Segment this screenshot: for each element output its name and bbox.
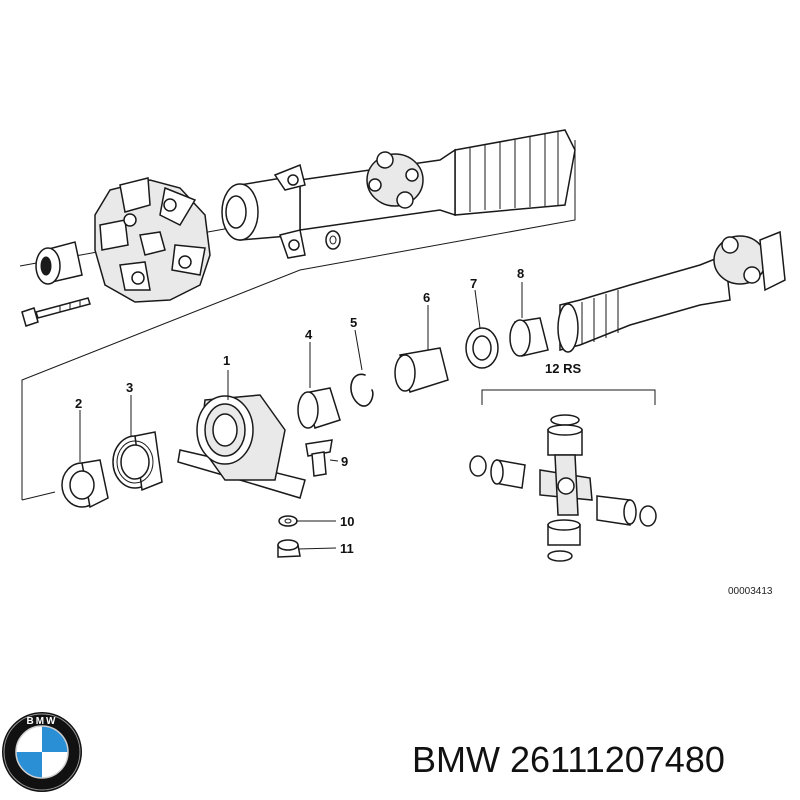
- callout-1: 1: [223, 353, 230, 368]
- centering-bushing: [35, 241, 83, 285]
- callout-5: 5: [350, 315, 357, 330]
- u-joint-kit: [469, 389, 657, 562]
- callout-2: 2: [75, 396, 82, 411]
- callout-12: 12 RS: [545, 361, 581, 376]
- callout-8: 8: [517, 266, 524, 281]
- callouts: 1 2 3 4 5 6 7 8 9 10 11 12 RS: [75, 266, 581, 556]
- leader-lines: [79, 282, 523, 550]
- callout-11: 11: [340, 541, 354, 556]
- callout-4: 4: [305, 327, 313, 342]
- callout-9: 9: [341, 454, 348, 469]
- bmw-logo: BMW: [2, 712, 82, 792]
- logo-blue-quadrant: [42, 726, 68, 752]
- flex-disc: [94, 177, 211, 303]
- rear-shaft: [557, 230, 786, 353]
- callout-10: 10: [340, 514, 354, 529]
- part-number-label: BMW 26111207480: [412, 739, 725, 780]
- logo-letters: BMW: [27, 716, 58, 727]
- callout-7: 7: [470, 276, 477, 291]
- callout-6: 6: [423, 290, 430, 305]
- flange-bolt: [21, 297, 91, 327]
- center-bearing-parts: [61, 317, 549, 558]
- logo-blue-quadrant: [16, 752, 42, 778]
- front-shaft: [221, 129, 576, 259]
- reference-code: 00003413: [728, 586, 773, 597]
- callout-3: 3: [126, 380, 133, 395]
